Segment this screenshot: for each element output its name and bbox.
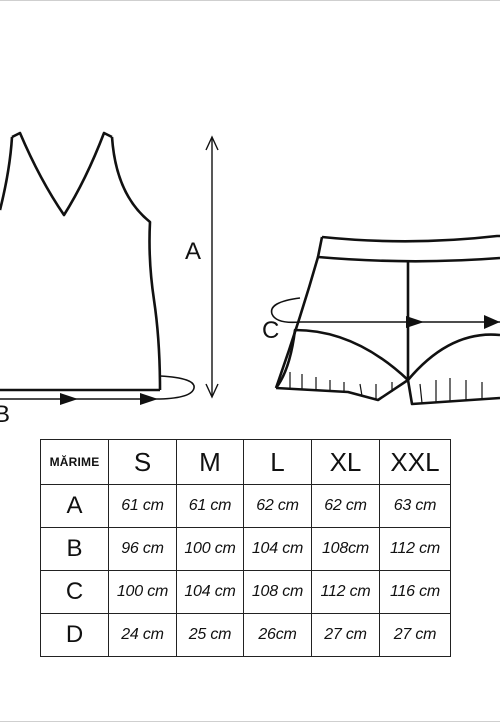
table-cell: 108 cm: [243, 570, 312, 614]
measure-c: [270, 297, 500, 329]
shorts-left-hem: [275, 378, 409, 402]
measure-a: [205, 135, 219, 399]
shorts-right-hem: [406, 379, 500, 406]
table-row-b: B 96 cm 100 cm 104 cm 108cm 112 cm: [40, 527, 451, 571]
size-chart-table: MĂRIME S M L XL XXL A 61 cm 61 cm 62 cm …: [40, 439, 451, 657]
table-cell: 112 cm: [311, 570, 380, 614]
measure-c-arrow-2: [484, 315, 500, 329]
size-header-xl: XL: [311, 439, 380, 485]
measure-a-arrow-top: [205, 135, 219, 151]
shorts-crotch: [274, 328, 500, 389]
tank-top-drawing: [0, 131, 162, 392]
measure-c-arrow-1: [406, 316, 424, 328]
row-label: A: [40, 484, 109, 528]
size-header-xxl: XXL: [379, 439, 451, 485]
size-header-row: MĂRIME S M L XL XXL: [40, 439, 451, 485]
table-cell: 63 cm: [379, 484, 451, 528]
shorts-left-side: [274, 256, 320, 389]
measure-b-arrow-2: [140, 393, 158, 405]
label-c: C: [262, 317, 279, 344]
row-label: B: [40, 527, 109, 571]
table-cell: 96 cm: [108, 527, 177, 571]
measure-b: [0, 375, 195, 405]
measure-b-loop: [159, 375, 195, 400]
table-cell: 61 cm: [108, 484, 177, 528]
size-header-l: L: [243, 439, 312, 485]
size-corner-label: MĂRIME: [40, 439, 109, 485]
size-header-s: S: [108, 439, 177, 485]
measure-b-arrow-1: [60, 393, 78, 405]
tank-top-armhole: [110, 136, 162, 391]
table-cell: 24 cm: [108, 613, 177, 657]
table-cell: 104 cm: [243, 527, 312, 571]
row-label: C: [40, 570, 109, 614]
table-cell: 27 cm: [311, 613, 380, 657]
table-cell: 26cm: [243, 613, 312, 657]
shorts-ruffles: [289, 372, 483, 404]
label-b: B: [0, 401, 10, 428]
table-cell: 100 cm: [176, 527, 244, 571]
table-cell: 112 cm: [379, 527, 451, 571]
measure-a-arrow-bottom: [205, 383, 219, 399]
size-header-m: M: [176, 439, 244, 485]
table-row-d: D 24 cm 25 cm 26cm 27 cm 27 cm: [40, 613, 451, 657]
shorts-drawing: [274, 234, 500, 406]
table-row-c: C 100 cm 104 cm 108 cm 112 cm 116 cm: [40, 570, 451, 614]
table-row-a: A 61 cm 61 cm 62 cm 62 cm 63 cm: [40, 484, 451, 528]
table-cell: 108cm: [311, 527, 380, 571]
garment-diagram: A B C: [0, 131, 500, 428]
shorts-waistband: [316, 234, 500, 263]
table-cell: 100 cm: [108, 570, 177, 614]
table-cell: 104 cm: [176, 570, 244, 614]
row-label: D: [40, 613, 109, 657]
tank-top-neckline: [11, 131, 113, 217]
table-cell: 25 cm: [176, 613, 244, 657]
table-cell: 62 cm: [311, 484, 380, 528]
table-cell: 62 cm: [243, 484, 312, 528]
measure-c-loop: [270, 297, 301, 324]
table-cell: 61 cm: [176, 484, 244, 528]
tank-top-left-edge: [0, 136, 14, 211]
table-cell: 116 cm: [379, 570, 451, 614]
table-cell: 27 cm: [379, 613, 451, 657]
label-a: A: [185, 238, 201, 265]
